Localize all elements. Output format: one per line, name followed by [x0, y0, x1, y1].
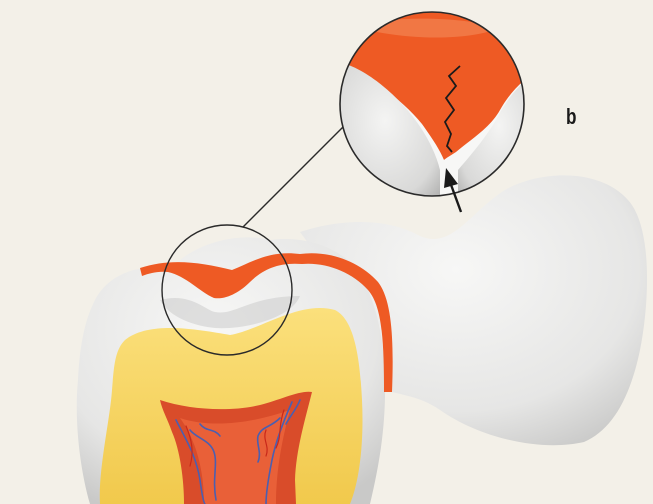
leader-line: [243, 115, 355, 227]
detail-magnifier: [330, 0, 540, 210]
panel-label: b: [566, 104, 576, 130]
